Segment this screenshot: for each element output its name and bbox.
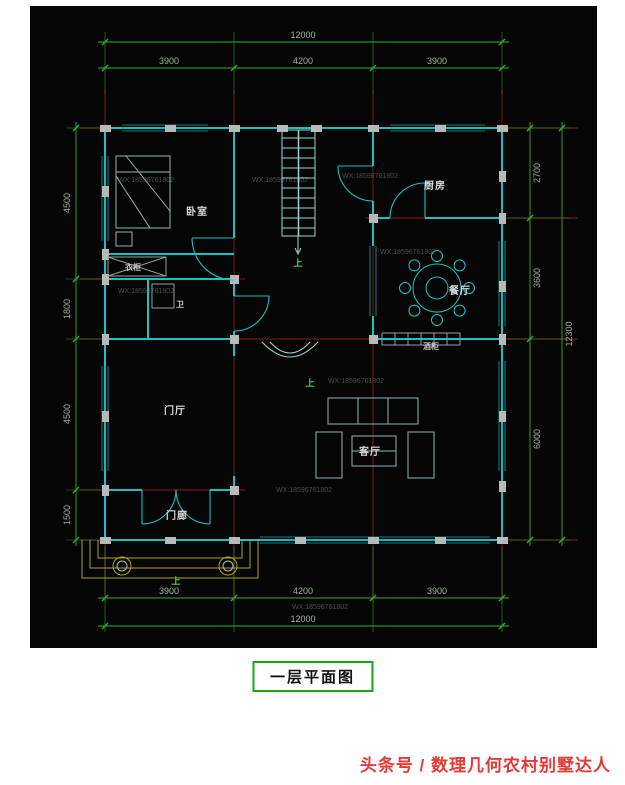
dim-bottom-seg-2: 4200: [293, 586, 313, 596]
extension-lines: [66, 32, 570, 632]
room-label-porch: 门廊: [166, 509, 188, 522]
doors: [141, 165, 426, 525]
hall-up-label: 上: [305, 377, 314, 388]
drawing-canvas: 12000 3900 4200 3900 3900 4200 3900 1200…: [30, 6, 597, 648]
watermark-text: WX:18596761802: [292, 604, 348, 611]
dim-top-seg-3: 3900: [427, 56, 447, 66]
room-labels: 卧室 衣柜 卫 厨房 餐厅 酒柜 客厅 门厅 门廊: [125, 179, 471, 522]
dim-bottom-total: 12000: [290, 614, 315, 624]
watermarks: WX:18596761802 WX:18596761802 WX:1859676…: [118, 173, 436, 611]
wine-cabinet-shape: [381, 332, 461, 346]
dim-left-seg-2: 1800: [62, 299, 72, 319]
furniture: [107, 155, 475, 479]
arch-ornament: [261, 341, 319, 358]
room-label-foyer: 门厅: [164, 404, 186, 417]
porch-up-label: 上: [171, 575, 180, 586]
room-label-bedroom: 卧室: [186, 205, 208, 218]
dimension-lines: [66, 32, 570, 632]
sofa-set: [315, 397, 435, 479]
dim-bottom-seg-3: 3900: [427, 586, 447, 596]
porch-column: [218, 556, 238, 576]
stairs-up-label: 上: [293, 257, 302, 268]
room-label-wardrobe: 衣柜: [125, 262, 141, 272]
columns: [100, 125, 508, 544]
porch-column: [112, 556, 132, 576]
caption-box: 一层平面图: [251, 661, 374, 692]
wardrobe-cabinet: [107, 256, 167, 277]
watermark-text: WX:18596761802: [276, 487, 332, 494]
dim-left-seg-3: 4500: [62, 404, 72, 424]
footer-credit: 头条号 / 数理几何农村别墅达人: [359, 756, 611, 775]
floorplan-svg: 12000 3900 4200 3900 3900 4200 3900 1200…: [62, 30, 578, 632]
dining-table: [399, 250, 475, 326]
watermark-text: WX:18596761802: [118, 288, 174, 295]
dim-left-seg-4: 1500: [62, 505, 72, 525]
porch-steps: [81, 540, 259, 579]
grid-lines: [80, 90, 578, 602]
dim-top-total: 12000: [290, 30, 315, 40]
bed: [115, 155, 171, 247]
bath-fixture: [151, 283, 175, 309]
watermark-text: WX:18596761802: [342, 173, 398, 180]
room-label-dining: 餐厅: [448, 284, 471, 297]
dim-right-seg-1: 2700: [532, 163, 542, 183]
room-label-bathroom: 卫: [176, 300, 184, 309]
dim-top-seg-2: 4200: [293, 56, 313, 66]
room-label-wine-cabinet: 酒柜: [423, 341, 439, 351]
dim-bottom-seg-1: 3900: [159, 586, 179, 596]
dimension-texts: 12000 3900 4200 3900 3900 4200 3900 1200…: [62, 30, 574, 624]
up-labels: 上 上 上: [171, 257, 314, 586]
dimension-rule-lines: [75, 41, 563, 627]
dim-left-seg-1: 4500: [62, 193, 72, 213]
watermark-text: WX:18596761802: [252, 177, 308, 184]
room-label-living: 客厅: [358, 445, 381, 458]
dim-right-total: 12300: [564, 321, 574, 346]
dim-right-seg-3: 6000: [532, 429, 542, 449]
watermark-text: WX:18596761802: [328, 378, 384, 385]
room-label-kitchen: 厨房: [424, 179, 446, 192]
dimension-ticks: [72, 38, 566, 630]
caption-text: 一层平面图: [269, 669, 356, 686]
dim-right-seg-2: 3600: [532, 268, 542, 288]
staircase: [281, 129, 316, 256]
watermark-text: WX:18596761802: [380, 249, 436, 256]
dim-top-seg-1: 3900: [159, 56, 179, 66]
